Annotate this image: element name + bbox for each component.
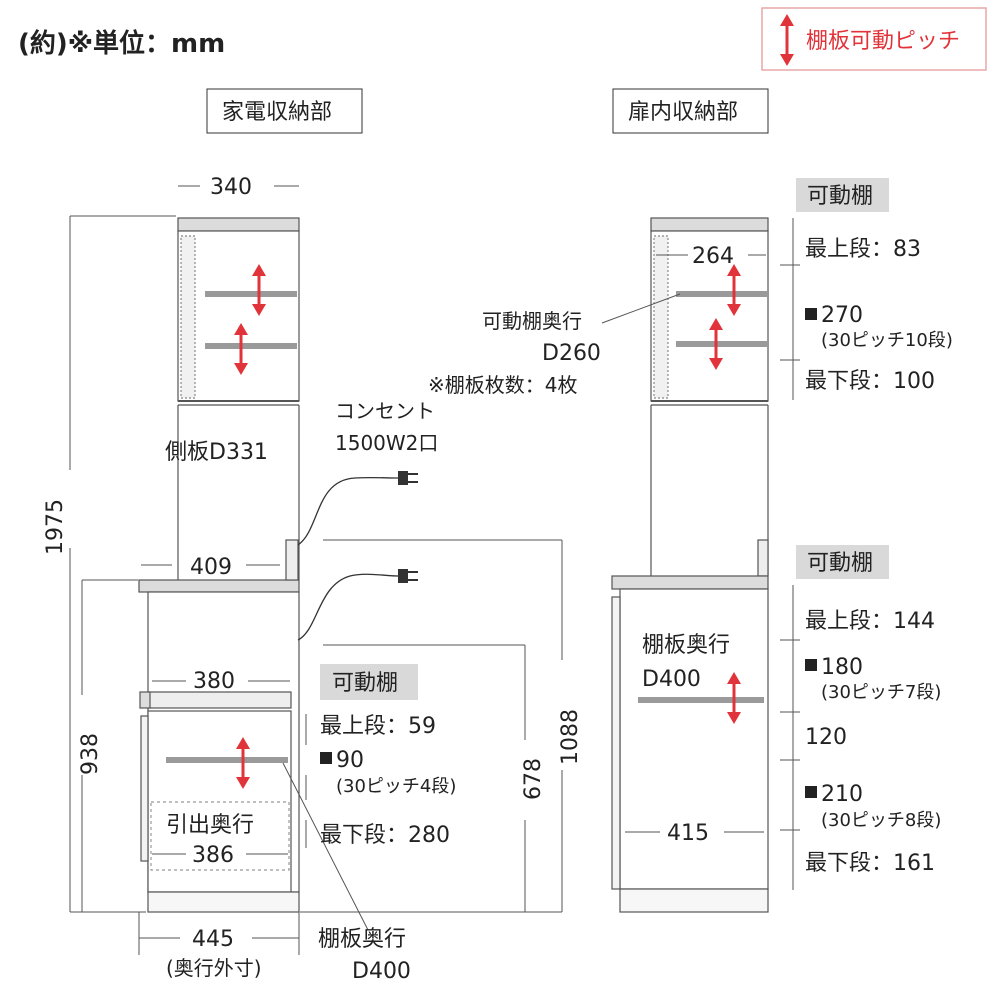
upper-pitch-note: (30ピッチ10段) <box>821 330 953 351</box>
left-top-row: 最上段：59 <box>320 714 436 739</box>
right-section-title: 扉内収納部 <box>612 88 769 134</box>
upper-height: 1088 <box>558 709 583 765</box>
right-cabinet <box>611 217 769 913</box>
svg-text:家電収納部: 家電収納部 <box>222 100 332 125</box>
lower-shelf-depth-label: 棚板奥行 <box>642 633 730 658</box>
upper-shelf-depth-label: 可動棚奥行 <box>482 309 582 333</box>
middle-height: 678 <box>521 758 546 800</box>
left-upper-shelves <box>166 291 297 763</box>
upper-width: 264 <box>692 244 734 269</box>
svg-text:可動棚: 可動棚 <box>807 551 873 576</box>
inner-width: 380 <box>193 669 235 694</box>
plug-icon <box>398 471 418 485</box>
svg-text:扉内収納部: 扉内収納部 <box>628 100 738 125</box>
upper-top-row: 最上段：83 <box>805 237 921 262</box>
square-bullet <box>805 308 817 320</box>
lower-height: 938 <box>78 733 103 775</box>
left-pitch-value: 90 <box>336 748 364 773</box>
left-dimension-lines <box>69 185 563 955</box>
left-shelf-depth-value: D400 <box>352 959 411 984</box>
legend-box: 棚板可動ピッチ <box>761 7 987 71</box>
left-section-title: 家電収納部 <box>206 88 363 134</box>
unit-note: (約)※単位：mm <box>18 28 225 59</box>
lower-pitch-b-value: 210 <box>821 782 863 807</box>
upper-shelf-depth-value: D260 <box>542 341 601 366</box>
drawer-label: 引出奥行 <box>166 813 254 838</box>
counter-depth: 409 <box>190 555 232 580</box>
svg-text:可動棚: 可動棚 <box>807 184 873 209</box>
side-panel-depth: 側板D331 <box>165 440 268 465</box>
power-outlets <box>297 476 399 641</box>
lower-movable-badge: 可動棚 <box>796 545 889 579</box>
right-dimension-lines <box>601 218 800 890</box>
total-height: 1975 <box>43 499 68 555</box>
top-width: 340 <box>210 175 252 200</box>
lower-pitch-a-value: 180 <box>821 655 863 680</box>
drawer-depth: 386 <box>192 843 234 868</box>
depth-outer: 445 <box>192 927 234 952</box>
lower-bottom-row: 最下段：161 <box>805 851 935 876</box>
shelf-count: ※棚板枚数：4枚 <box>428 373 577 397</box>
square-bullet <box>805 786 817 798</box>
plug-icon <box>398 569 418 583</box>
lower-width: 415 <box>667 821 709 846</box>
left-bottom-row: 最下段：280 <box>320 823 450 848</box>
upper-bottom-row: 最下段：100 <box>805 369 935 394</box>
lower-gap-value: 120 <box>805 725 847 750</box>
left-pitch-note: (30ピッチ4段) <box>336 776 456 797</box>
lower-top-row: 最上段：144 <box>805 609 935 634</box>
lower-pitch-a-note: (30ピッチ7段) <box>821 682 941 703</box>
lower-pitch-b-note: (30ピッチ8段) <box>821 810 941 831</box>
square-bullet <box>805 659 817 671</box>
svg-text:可動棚: 可動棚 <box>332 671 398 696</box>
upper-pitch-value: 270 <box>821 303 863 328</box>
upper-movable-badge: 可動棚 <box>796 178 889 212</box>
left-shelf-depth-label: 棚板奥行 <box>318 927 406 952</box>
square-bullet <box>320 752 332 764</box>
lower-shelf-depth-value: D400 <box>642 667 701 692</box>
depth-outer-note: (奥行外寸) <box>166 956 262 980</box>
outlet-label: コンセント <box>335 399 435 423</box>
left-cabinet <box>138 217 300 913</box>
left-movable-badge: 可動棚 <box>320 664 418 700</box>
outlet-spec: 1500W2口 <box>335 431 438 455</box>
legend-label: 棚板可動ピッチ <box>806 29 960 54</box>
right-shelves <box>638 291 768 703</box>
